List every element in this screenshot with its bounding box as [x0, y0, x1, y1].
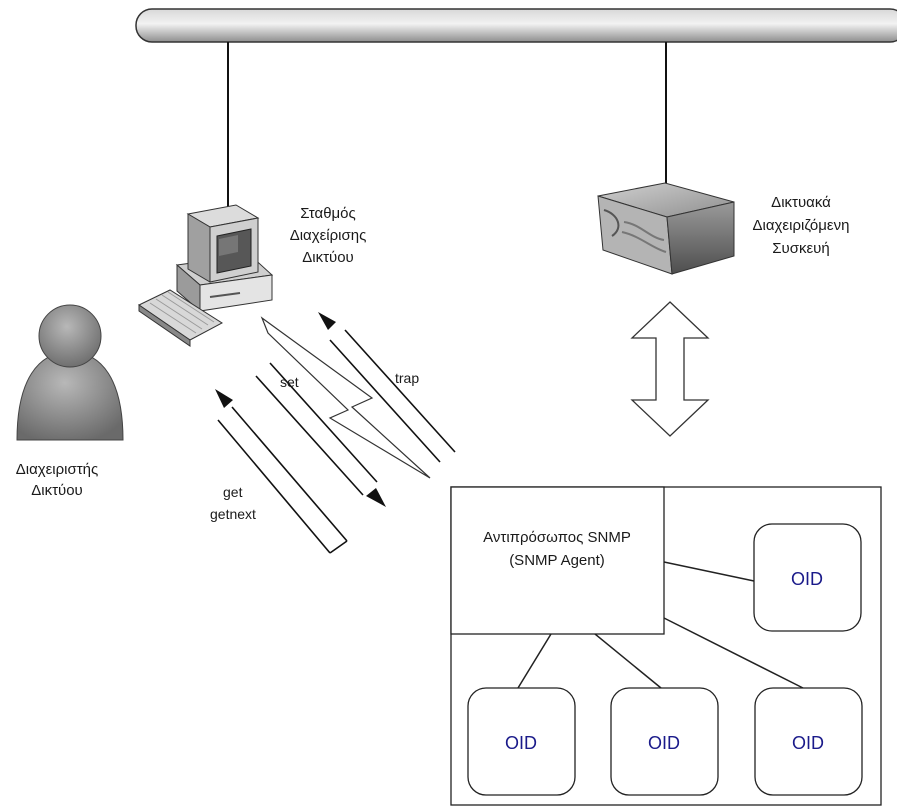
getnext-label: getnext	[210, 506, 256, 522]
device-label-line1: Δικτυακά	[771, 194, 831, 211]
oid-box-bottom-right: OID	[754, 687, 863, 796]
manager-label-line2: Δικτύου	[31, 482, 83, 499]
oid-label: OID	[791, 569, 823, 589]
network-bus	[135, 8, 897, 43]
oid-label: OID	[505, 733, 537, 753]
snmp-agent-box	[450, 486, 665, 635]
agent-connectors	[517, 561, 804, 689]
oid-box-bottom-middle: OID	[610, 687, 719, 796]
manager-label-line1: Διαχειριστής	[16, 461, 99, 478]
agent-label-line2: (SNMP Agent)	[509, 552, 605, 569]
oid-label: OID	[648, 733, 680, 753]
computer-icon	[138, 204, 274, 347]
set-arrow	[255, 362, 386, 507]
oid-box-right: OID	[753, 523, 862, 632]
oid-label: OID	[792, 733, 824, 753]
trap-arrow	[318, 312, 456, 463]
station-label-line1: Σταθμός	[300, 205, 356, 222]
device-label-line2: Διαχειριζόμενη	[753, 217, 850, 234]
device-label-line3: Συσκευή	[772, 240, 829, 257]
get-label: get	[223, 484, 243, 500]
set-label: set	[280, 374, 299, 390]
station-label-line2: Διαχείρισης	[290, 227, 367, 244]
trap-label: trap	[395, 370, 419, 386]
user-icon	[16, 304, 124, 441]
get-arrow	[215, 389, 348, 554]
agent-label-line1: Αντιπρόσωπος SNMP	[483, 529, 631, 546]
lightning-icon	[260, 316, 431, 479]
station-label-line3: Δικτύου	[302, 249, 354, 266]
double-arrow-icon	[630, 301, 710, 437]
oid-box-bottom-left: OID	[467, 687, 576, 796]
network-device-icon	[597, 182, 735, 275]
